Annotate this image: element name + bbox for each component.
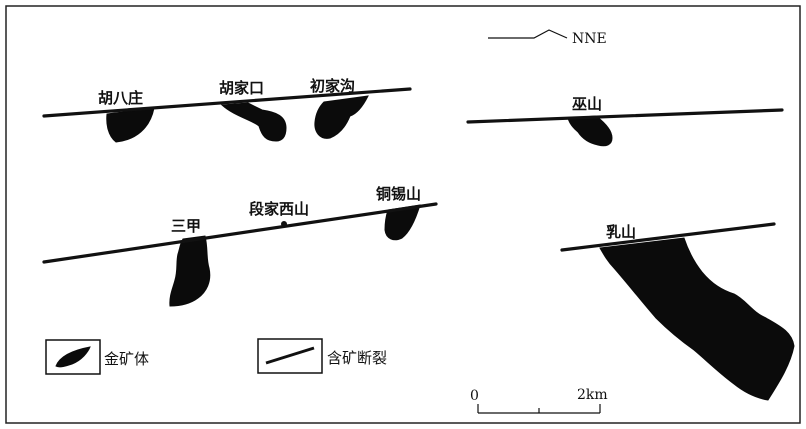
legend: 金矿体 含矿断裂 [45,338,387,375]
fault-line-upper-right [466,108,784,124]
scale-start-label: 0 [470,388,479,404]
section-upper-right: 巫山 [466,95,784,147]
label-tongxi-shan: 铜锡山 [376,185,421,203]
scale-bar: 0 2km [470,387,608,414]
orebody-ru-shan [599,237,795,401]
label-huba-zhuang: 胡八庄 [98,89,143,107]
fault-line-lower-left [42,202,438,264]
scale-end-label: 2km [577,387,608,403]
orebody-chujia-gou [314,95,369,139]
orebody-tongxi-shan [384,204,421,241]
label-chujia-gou: 初家沟 [310,77,355,95]
legend-gold-orebody-label: 金矿体 [104,350,149,368]
label-duanjia-xishan: 段家西山 [249,200,309,218]
orebody-hujia-kou [220,102,287,142]
legend-fault-label: 含矿断裂 [327,349,387,367]
fault-line-lower-right [560,222,776,252]
orebody-san-jia [169,235,211,307]
fault-line-upper-left [42,87,412,118]
direction-arrow [488,29,568,39]
section-upper-left: 胡八庄 胡家口 初家沟 [42,77,412,143]
label-ru-shan: 乳山 [606,223,636,241]
duanjia-xishan-point [281,221,287,227]
legend-fault-swatch [265,346,315,365]
label-san-jia: 三甲 [171,217,201,235]
orebody-wu-shan [567,115,613,147]
diagram-frame [5,5,801,424]
label-hujia-kou: 胡家口 [219,79,264,97]
section-lower-left: 三甲 段家西山 铜锡山 [42,185,438,307]
section-lower-right: 乳山 [560,222,795,401]
legend-gold-orebody-swatch [55,346,91,368]
direction-indicator: NNE [488,29,607,47]
label-wu-shan: 巫山 [572,95,602,113]
direction-label: NNE [572,31,607,47]
orebody-huba-zhuang [106,107,155,143]
